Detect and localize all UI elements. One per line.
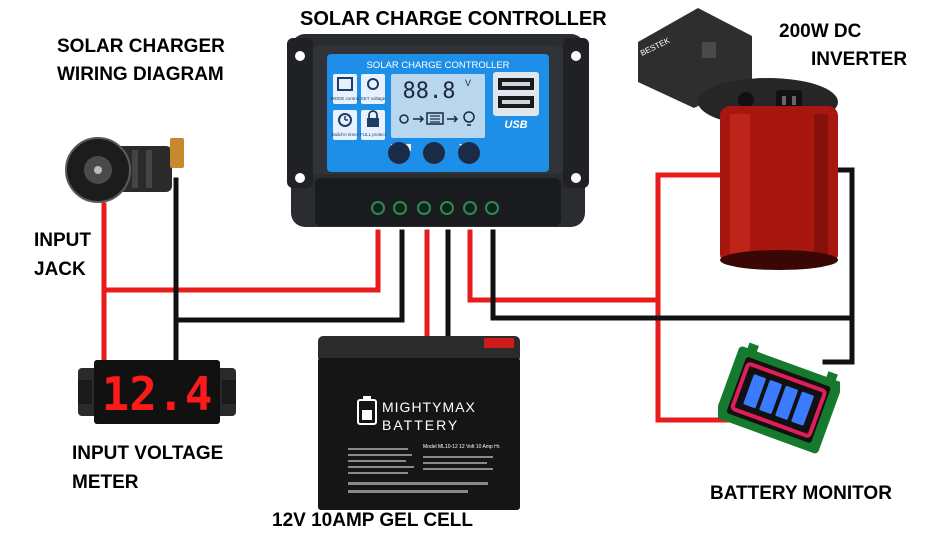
terminal-block xyxy=(315,178,561,226)
input-jack-label-line2: JACK xyxy=(34,259,86,280)
wire-load-positive xyxy=(467,229,661,303)
monitor-level-bar xyxy=(759,380,782,414)
solar-charge-controller: SOLAR CHARGE CONTROLLER MODE control SET… xyxy=(287,34,589,227)
lightbulb-icon xyxy=(463,111,475,123)
lcd-display xyxy=(391,74,485,138)
voltage-meter-label-line2: METER xyxy=(72,472,139,493)
terminal-screw-icon xyxy=(440,201,454,215)
wire-jack-positive xyxy=(101,202,381,293)
gel-cell-battery: MIGHTYMAX BATTERY Model ML10-12 12 Volt … xyxy=(318,336,520,510)
mount-hole-icon xyxy=(571,173,581,183)
monitor-level-bar xyxy=(743,374,766,409)
controller-screen-header: SOLAR CHARGE CONTROLLER xyxy=(366,60,509,71)
battery-lid xyxy=(318,336,520,362)
set-voltage-label: SET voltage xyxy=(361,96,386,101)
battery-label: 12V 10AMP GEL CELL xyxy=(272,510,473,531)
inverter-label-line1: 200W DC xyxy=(779,21,862,42)
arrow-right-icon xyxy=(447,115,459,123)
controller-button-up[interactable] xyxy=(423,142,445,164)
diagram-title-line1: SOLAR CHARGER xyxy=(57,36,225,57)
protect-label: FULL protect xyxy=(360,132,387,137)
terminal-screw-icon xyxy=(371,201,385,215)
monitor-screen xyxy=(726,357,831,443)
voltage-meter-label-line1: INPUT VOLTAGE xyxy=(72,443,224,464)
monitor-level-bar xyxy=(791,391,814,426)
battery-case xyxy=(318,358,520,510)
monitor-level-bar xyxy=(775,386,798,420)
mount-hole-icon xyxy=(295,51,305,61)
wire-meter-negative xyxy=(173,229,405,323)
dc-inverter: BESTEK xyxy=(638,8,838,270)
mount-hole-icon xyxy=(295,173,305,183)
lcd-unit: V xyxy=(465,78,471,88)
diagram-title-line2: WIRING DIAGRAM xyxy=(57,64,224,85)
wire-load-negative xyxy=(490,229,855,321)
inverter-cap-lid xyxy=(638,8,752,108)
controller-button-menu[interactable] xyxy=(388,142,410,164)
battery-model: Model ML10-12 12 Volt 10 Amp Hr. xyxy=(423,444,501,450)
input-jack xyxy=(65,137,184,203)
terminal-screw-icon xyxy=(393,201,407,215)
battery-brand-line2: BATTERY xyxy=(382,417,459,433)
terminal-screw-icon xyxy=(463,201,477,215)
arrow-right-icon xyxy=(413,115,425,123)
meter-reading: 12.4 xyxy=(102,367,213,421)
monitor-bars xyxy=(743,374,814,426)
lcd-display-value: 88.8 xyxy=(403,79,456,104)
timer-label: Build-in timer xyxy=(332,132,359,137)
battery-monitor-label: BATTERY MONITOR xyxy=(710,483,892,504)
battery-fine-print xyxy=(348,448,493,493)
battery-positive-tab xyxy=(484,338,514,348)
controller-right-ear xyxy=(563,38,589,188)
controller-button-down[interactable] xyxy=(458,142,480,164)
sun-icon xyxy=(399,114,409,124)
battery-level-monitor xyxy=(718,342,840,454)
mode-control-label: MODE control xyxy=(331,96,359,101)
controller-left-ear xyxy=(287,38,313,188)
mount-hole-icon xyxy=(571,51,581,61)
input-voltage-meter: 12.4 xyxy=(78,360,236,424)
terminal-screws xyxy=(371,201,499,215)
input-jack-label-line1: INPUT xyxy=(34,230,91,251)
meter-display xyxy=(94,360,220,424)
controller-label: SOLAR CHARGE CONTROLLER xyxy=(300,8,607,30)
inverter-base xyxy=(720,250,838,270)
battery-icon xyxy=(426,112,444,125)
jack-solder-tab xyxy=(170,138,184,168)
wire-inverter-positive xyxy=(655,172,733,303)
inverter-label-line2: INVERTER xyxy=(811,49,908,70)
wire-monitor-positive xyxy=(655,297,743,423)
wire-inverter-negative xyxy=(822,167,855,365)
inverter-usb-icon xyxy=(738,92,754,108)
usb-label: USB xyxy=(504,119,527,131)
battery-brand-line1: MIGHTYMAX xyxy=(382,399,476,415)
terminal-screw-icon xyxy=(485,201,499,215)
terminal-screw-icon xyxy=(417,201,431,215)
